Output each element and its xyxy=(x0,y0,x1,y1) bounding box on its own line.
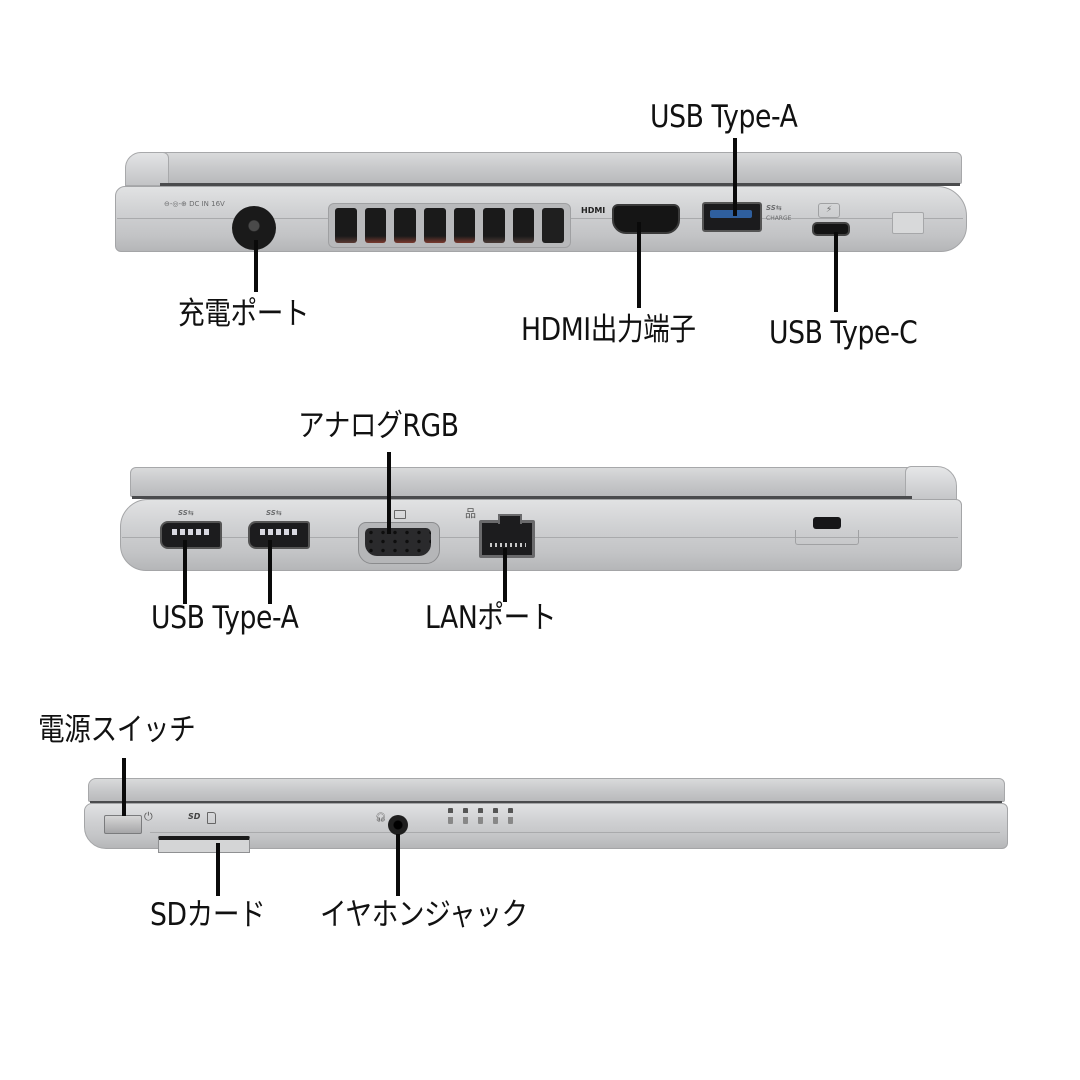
label-power-switch: 電源スイッチ xyxy=(38,712,196,748)
label-headphone-jack: イヤホンジャック xyxy=(320,897,528,933)
lid-seam xyxy=(132,496,912,499)
led-indicator xyxy=(478,808,483,824)
led-indicator xyxy=(448,808,453,824)
lid-seam xyxy=(90,801,1002,803)
label-usb-type-a-right: USB Type-A xyxy=(650,99,798,135)
laptop-lid xyxy=(130,467,932,497)
laptop-lid xyxy=(88,778,1005,802)
hdmi-silkscreen: HDMI xyxy=(581,206,606,215)
leader-hdmi xyxy=(637,222,641,308)
power-switch xyxy=(104,815,142,834)
network-icon: 品 xyxy=(465,507,476,520)
lan-port xyxy=(479,514,535,558)
security-lock-slot-recess xyxy=(795,530,859,545)
leader-usb-c xyxy=(834,232,838,312)
usb-a-port-right xyxy=(702,202,762,232)
leader-power-switch xyxy=(122,758,126,816)
lid-hinge xyxy=(125,152,169,186)
sd-card-icon xyxy=(207,812,216,824)
label-charging-port: 充電ポート xyxy=(178,296,310,332)
leader-headphone-jack xyxy=(396,834,400,896)
sd-logo-icon: SD xyxy=(188,812,201,821)
label-hdmi: HDMI出力端子 xyxy=(521,312,696,348)
vga-port xyxy=(358,522,440,564)
label-sd-card: SDカード xyxy=(150,897,266,933)
monitor-icon xyxy=(394,510,406,519)
leader-dc-in xyxy=(254,240,258,292)
power-icon: ⏻ xyxy=(144,810,153,823)
usb-c-port xyxy=(812,222,850,236)
leader-usb-a-left-2 xyxy=(268,540,272,604)
label-usb-type-c: USB Type-C xyxy=(769,315,918,351)
usb-a-port-left-1 xyxy=(160,521,222,549)
lid-hinge xyxy=(905,466,957,504)
label-lan-port: LANポート xyxy=(425,600,557,636)
usb-ss-silkscreen-2: SS⇆ xyxy=(266,509,282,517)
security-lock-slot xyxy=(813,517,841,529)
label-analog-rgb: アナログRGB xyxy=(298,408,459,444)
leader-sd-card xyxy=(216,843,220,896)
dc-in-silkscreen: ⊖-◎-⊕ DC IN 16V xyxy=(164,200,225,208)
leader-usb-a-left-1 xyxy=(183,540,187,604)
headphone-jack xyxy=(388,815,408,835)
label-usb-type-a-left: USB Type-A xyxy=(151,600,299,636)
sd-card-slot xyxy=(158,836,250,853)
led-indicator xyxy=(463,808,468,824)
base-edge-line xyxy=(150,832,1000,833)
lid-seam xyxy=(160,183,960,186)
charge-silkscreen: CHARGE xyxy=(766,215,792,222)
usb-ss-silkscreen: SS⇆ xyxy=(766,204,782,212)
leader-usb-a-right xyxy=(733,138,737,216)
hdmi-port xyxy=(612,204,680,234)
laptop-lid xyxy=(125,152,962,184)
latch xyxy=(892,212,924,234)
leader-vga xyxy=(387,452,391,534)
thunderbolt-icon: ⚡ xyxy=(818,203,840,218)
usb-a-port-left-2 xyxy=(248,521,310,549)
vent-grille xyxy=(328,203,571,248)
leader-lan xyxy=(503,548,507,602)
base-edge-line xyxy=(122,537,958,538)
headphone-icon: 🎧︎ xyxy=(375,813,387,823)
led-indicator xyxy=(493,808,498,824)
usb-ss-silkscreen-1: SS⇆ xyxy=(178,509,194,517)
indicator-leds xyxy=(448,808,513,824)
led-indicator xyxy=(508,808,513,824)
